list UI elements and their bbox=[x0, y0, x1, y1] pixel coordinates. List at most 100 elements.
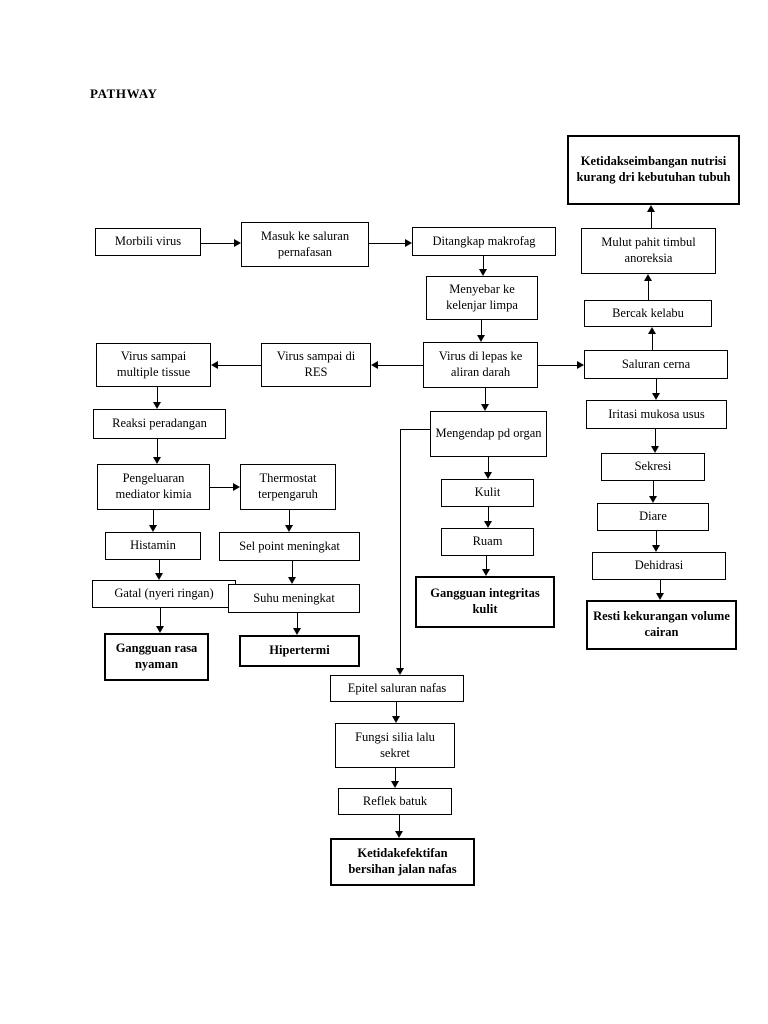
edge-mengendap_organ-to-kulit-head bbox=[484, 472, 492, 479]
edge-sekresi-to-diare-head bbox=[649, 496, 657, 503]
edge-masuk_saluran-to-ditangkap_makrofag bbox=[369, 243, 406, 244]
flow-node-ketidakseimbangan: Ketidakseimbangan nutrisi kurang dri keb… bbox=[567, 135, 740, 205]
edge-sel_point-to-suhu_meningkat-head bbox=[288, 577, 296, 584]
flow-node-label: Virus sampai di RES bbox=[276, 349, 356, 379]
flow-node-dehidrasi: Dehidrasi bbox=[592, 552, 726, 580]
flow-node-gangguan_rasa_nyaman: Gangguan rasa nyaman bbox=[104, 633, 209, 681]
edge-mengendap_organ-to-kulit bbox=[488, 457, 489, 473]
flow-node-sekresi: Sekresi bbox=[601, 453, 705, 481]
flow-node-mengendap_organ: Mengendap pd organ bbox=[430, 411, 547, 457]
edge-virus_res-to-virus_multiple bbox=[217, 365, 261, 366]
flow-node-label: Mengendap pd organ bbox=[435, 426, 542, 441]
page-title: PATHWAY bbox=[90, 86, 158, 101]
edge-kulit-to-ruam-head bbox=[484, 521, 492, 528]
flow-node-label: Pengeluaran mediator kimia bbox=[115, 471, 192, 501]
edge-morbili_virus-to-masuk_saluran-head bbox=[234, 239, 241, 247]
edge-pengeluaran_mediator-to-histamin bbox=[153, 510, 154, 526]
flow-node-diare: Diare bbox=[597, 503, 709, 531]
flow-node-label: Kulit bbox=[474, 485, 501, 500]
edge-reflek_batuk-to-ketidakefektifan bbox=[399, 815, 400, 832]
edge-histamin-to-gatal-head bbox=[155, 573, 163, 580]
flow-node-label: Iritasi mukosa usus bbox=[608, 406, 705, 421]
flow-node-label: Ketidakefektifan bersihan jalan nafas bbox=[348, 846, 457, 876]
flow-node-label: Fungsi silia lalu sekret bbox=[355, 729, 435, 760]
edge-mengendap_organ-to-epitel_nafas-head bbox=[396, 668, 404, 675]
flow-node-label: Virus sampai multiple tissue bbox=[116, 349, 191, 379]
flow-node-suhu_meningkat: Suhu meningkat bbox=[228, 584, 360, 613]
flow-node-ruam: Ruam bbox=[441, 528, 534, 556]
edge-sekresi-to-diare bbox=[653, 481, 654, 497]
edge-reaksi_peradangan-to-pengeluaran_mediator bbox=[157, 439, 158, 458]
flow-node-label: Mulut pahit timbul anoreksia bbox=[601, 235, 696, 265]
edge-bercak_kelabu-to-mulut_pahit-head bbox=[644, 274, 652, 281]
edge-bercak_kelabu-to-mulut_pahit bbox=[648, 280, 649, 300]
edge-mulut_pahit-to-ketidakseimbangan bbox=[651, 211, 652, 228]
flow-node-label: Hipertermi bbox=[269, 643, 330, 658]
edge-ruam-to-gangguan_kulit bbox=[486, 556, 487, 570]
flow-node-virus_di_lepas: Virus di lepas ke aliran darah bbox=[423, 342, 538, 388]
flow-node-ditangkap_makrofag: Ditangkap makrofag bbox=[412, 227, 556, 256]
edge-mengendap_organ-to-epitel_nafas-seg1 bbox=[400, 429, 430, 430]
flow-node-label: Dehidrasi bbox=[634, 558, 684, 573]
edge-virus_di_lepas-to-mengendap_organ-head bbox=[481, 404, 489, 411]
edge-iritasi_mukosa-to-sekresi-head bbox=[651, 446, 659, 453]
edge-menyebar_limpa-to-virus_di_lepas-head bbox=[477, 335, 485, 342]
edge-dehidrasi-to-resti_kekurangan-head bbox=[656, 593, 664, 600]
edge-virus_di_lepas-to-virus_res bbox=[377, 365, 423, 366]
flow-node-label: Ditangkap makrofag bbox=[432, 233, 536, 248]
edge-mulut_pahit-to-ketidakseimbangan-head bbox=[647, 205, 655, 212]
edge-diare-to-dehidrasi-head bbox=[652, 545, 660, 552]
edge-morbili_virus-to-masuk_saluran bbox=[201, 243, 235, 244]
edge-virus_di_lepas-to-mengendap_organ bbox=[485, 388, 486, 405]
flow-node-label: Gangguan rasa nyaman bbox=[115, 641, 198, 671]
edge-ditangkap_makrofag-to-menyebar_limpa-head bbox=[479, 269, 487, 276]
edge-kulit-to-ruam bbox=[488, 507, 489, 522]
edge-saluran_cerna-to-iritasi_mukosa bbox=[656, 379, 657, 394]
flow-node-sel_point: Sel point meningkat bbox=[219, 532, 360, 561]
flow-node-label: Ketidakseimbangan nutrisi kurang dri keb… bbox=[576, 154, 731, 184]
flow-node-label: Reaksi peradangan bbox=[112, 416, 207, 431]
flow-node-label: Ruam bbox=[472, 534, 503, 549]
edge-pengeluaran_mediator-to-thermostat-head bbox=[233, 483, 240, 491]
flow-node-label: Reflek batuk bbox=[362, 793, 428, 808]
flow-node-label: Morbili virus bbox=[114, 234, 182, 249]
flow-node-kulit: Kulit bbox=[441, 479, 534, 507]
flow-node-label: Masuk ke saluran pernafasan bbox=[260, 228, 350, 259]
edge-iritasi_mukosa-to-sekresi bbox=[655, 429, 656, 447]
flow-node-fungsi_silia: Fungsi silia lalu sekret bbox=[335, 723, 455, 768]
edge-histamin-to-gatal bbox=[159, 560, 160, 574]
edge-reaksi_peradangan-to-pengeluaran_mediator-head bbox=[153, 457, 161, 464]
edge-reflek_batuk-to-ketidakefektifan-head bbox=[395, 831, 403, 838]
flow-node-label: Sel point meningkat bbox=[239, 538, 340, 553]
flow-node-reflek_batuk: Reflek batuk bbox=[338, 788, 452, 815]
flow-node-epitel_nafas: Epitel saluran nafas bbox=[330, 675, 464, 702]
flow-node-histamin: Histamin bbox=[105, 532, 201, 560]
edge-epitel_nafas-to-fungsi_silia-head bbox=[392, 716, 400, 723]
flow-node-label: Menyebar ke kelenjar limpa bbox=[446, 282, 518, 312]
edge-fungsi_silia-to-reflek_batuk-head bbox=[391, 781, 399, 788]
flow-node-label: Histamin bbox=[130, 538, 176, 553]
flow-node-label: Bercak kelabu bbox=[612, 305, 684, 320]
edge-masuk_saluran-to-ditangkap_makrofag-head bbox=[405, 239, 412, 247]
flow-node-label: Gangguan integritas kulit bbox=[430, 586, 540, 616]
edge-thermostat-to-sel_point-head bbox=[285, 525, 293, 532]
flow-node-iritasi_mukosa: Iritasi mukosa usus bbox=[586, 400, 727, 429]
flow-node-label: Saluran cerna bbox=[621, 356, 691, 371]
flow-node-pengeluaran_mediator: Pengeluaran mediator kimia bbox=[97, 464, 210, 510]
flow-node-label: Sekresi bbox=[634, 459, 672, 474]
edge-sel_point-to-suhu_meningkat bbox=[292, 561, 293, 578]
flow-node-reaksi_peradangan: Reaksi peradangan bbox=[93, 409, 226, 439]
flow-node-masuk_saluran: Masuk ke saluran pernafasan bbox=[241, 222, 369, 267]
flow-node-label: Resti kekurangan volume cairan bbox=[593, 609, 730, 639]
edge-virus_di_lepas-to-saluran_cerna bbox=[538, 365, 578, 366]
flow-node-virus_multiple: Virus sampai multiple tissue bbox=[96, 343, 211, 387]
edge-fungsi_silia-to-reflek_batuk bbox=[395, 768, 396, 782]
flow-node-gangguan_kulit: Gangguan integritas kulit bbox=[415, 576, 555, 628]
flow-node-label: Epitel saluran nafas bbox=[347, 680, 447, 695]
flow-node-morbili_virus: Morbili virus bbox=[95, 228, 201, 256]
edge-pengeluaran_mediator-to-thermostat bbox=[210, 487, 234, 488]
flow-node-label: Suhu meningkat bbox=[253, 590, 335, 605]
edge-saluran_cerna-to-bercak_kelabu bbox=[652, 333, 653, 350]
edge-dehidrasi-to-resti_kekurangan bbox=[660, 580, 661, 594]
